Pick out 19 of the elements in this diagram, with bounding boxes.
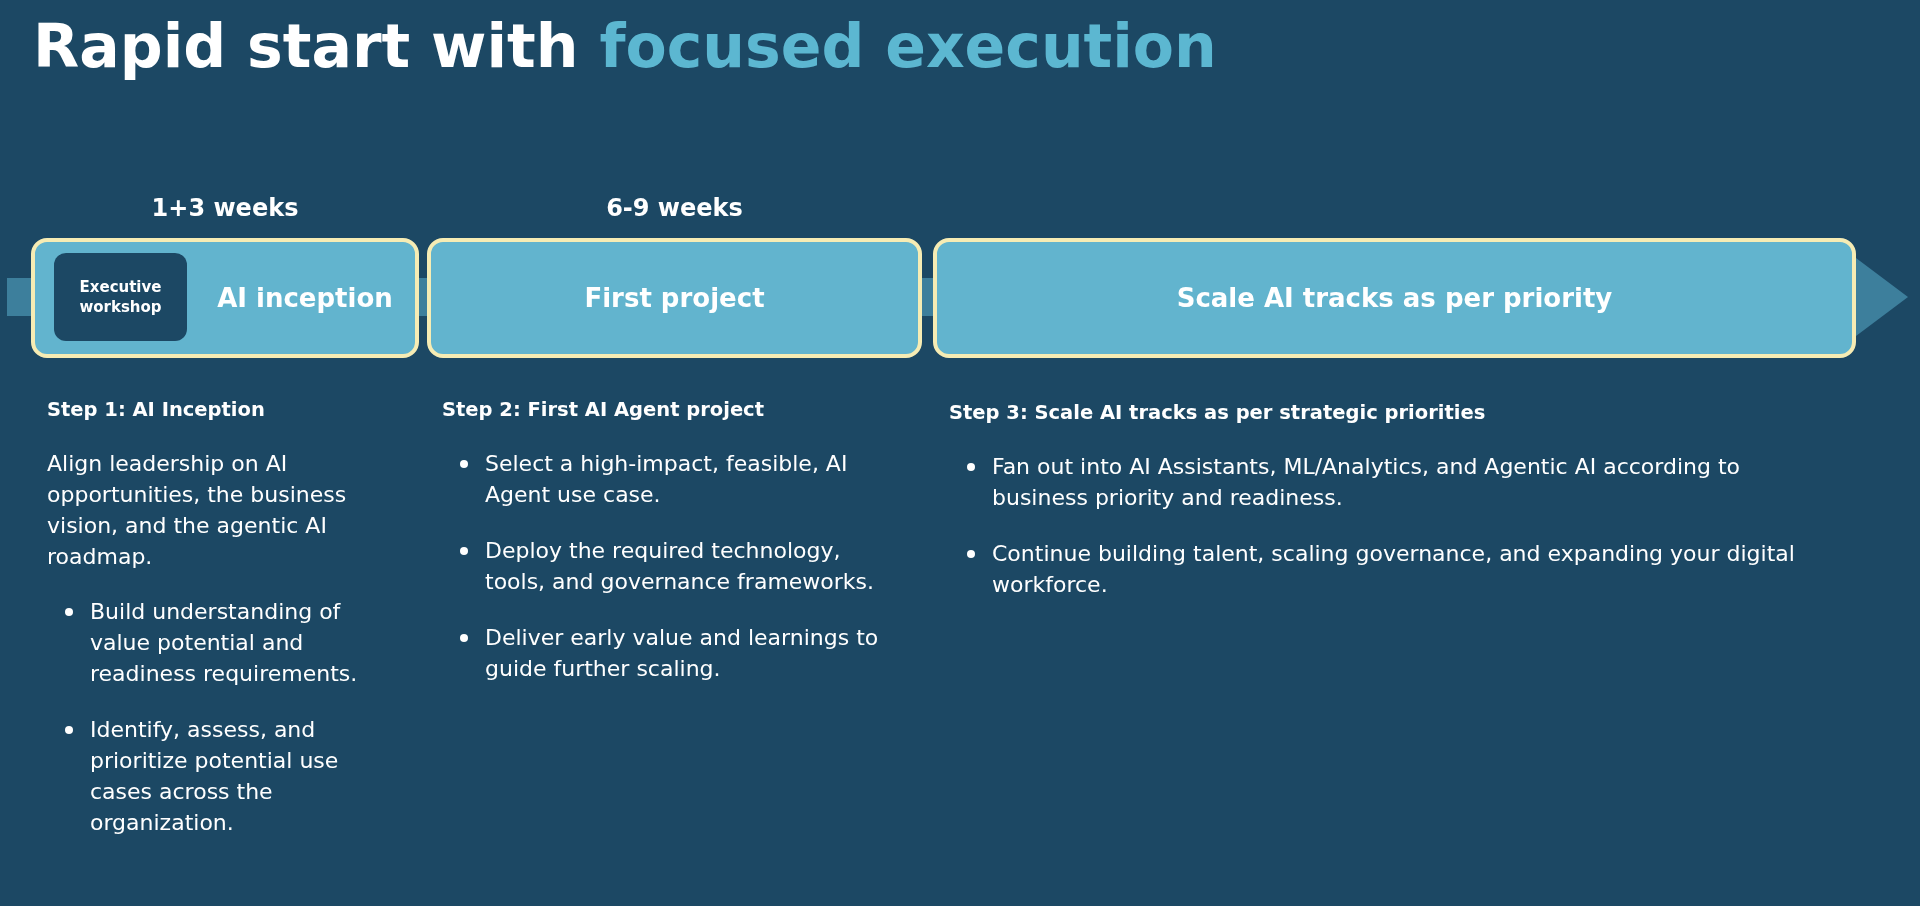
bullet-text: Identify, assess, and prioritize potential use cases across the organization. bbox=[90, 716, 340, 837]
bullet-text: Build understanding of value potential and readiness requirements. bbox=[90, 598, 359, 688]
bullet-text: Deploy the required technology, tools, and governance frameworks. bbox=[485, 537, 876, 596]
workshop-box: Executive workshop bbox=[54, 253, 187, 341]
bullet-text: Deliver early value and learnings to guide further scaling. bbox=[485, 624, 880, 683]
step-heading: Step 1: AI Inception bbox=[47, 398, 266, 422]
bullet-text: Select a high-impact, feasible, AI Agent use case. bbox=[485, 450, 849, 509]
duration-label: 6-9 weeks bbox=[606, 193, 743, 224]
bullet-text: Fan out into AI Assistants, ML/Analytics, and Agentic AI according to business priority and readiness. bbox=[992, 453, 1742, 512]
phase-label: AI inception bbox=[217, 282, 393, 314]
step-heading: Step 2: First AI Agent project bbox=[442, 398, 765, 422]
phase-box: Scale AI tracks as per priority bbox=[933, 238, 1856, 358]
duration-label: 1+3 weeks bbox=[151, 193, 299, 224]
phase-box: First project bbox=[427, 238, 922, 358]
bullet-text: Continue building talent, scaling governance, and expanding your digital workforce. bbox=[992, 540, 1796, 599]
description-text: Align leadership on AI opportunities, the business vision, and the agentic AI roadmap. bbox=[47, 450, 348, 571]
step-heading: Step 3: Scale AI tracks as per strategic priorities bbox=[949, 401, 1487, 425]
phase-box bbox=[31, 238, 419, 358]
title: Rapid start with focused execution bbox=[33, 10, 1217, 83]
